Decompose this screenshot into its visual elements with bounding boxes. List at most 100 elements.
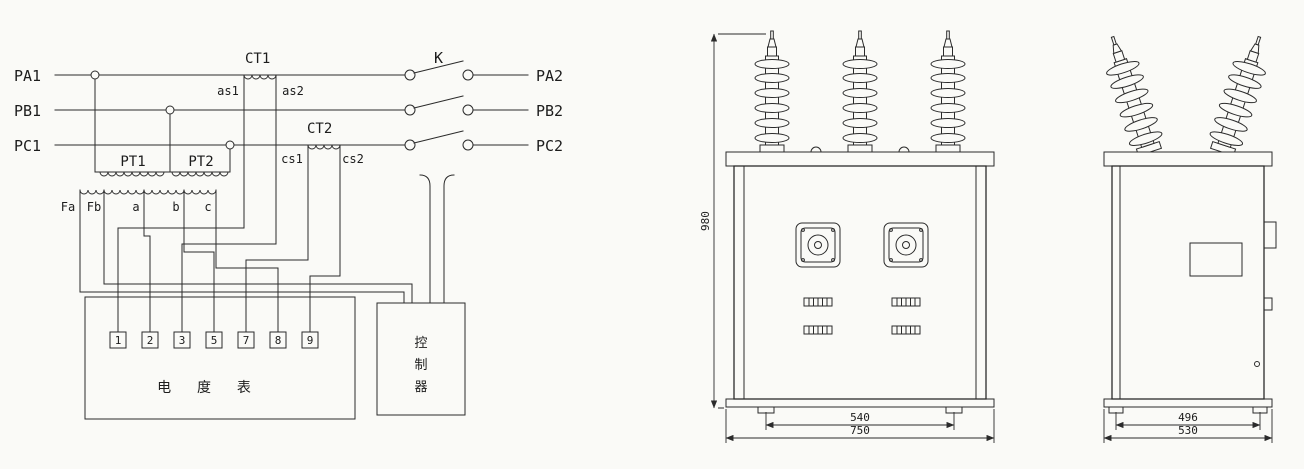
lifting-lug <box>810 146 822 153</box>
phase-label-pb1: PB1 <box>14 102 41 120</box>
bushing-icon <box>930 30 966 153</box>
phase-label-pc2: PC2 <box>536 137 563 155</box>
tank-top-plate <box>1103 151 1273 167</box>
drain-valve <box>1254 361 1260 367</box>
controller-char-1: 控 <box>414 335 427 350</box>
switch-contact <box>462 69 474 81</box>
switch-contact <box>404 69 416 81</box>
secondary-terminal-window <box>795 222 841 268</box>
meter-terminal-9 <box>301 331 319 349</box>
wire-routing <box>79 74 455 333</box>
phase-label-pb2: PB2 <box>536 102 563 120</box>
dimension-980: 980 <box>699 33 766 409</box>
controller-box: 控 制 器 <box>376 302 466 416</box>
ct1-symbol: CT1 as1 as2 <box>217 51 304 98</box>
switch-blade <box>413 130 464 144</box>
pt1-label: PT1 <box>120 154 145 170</box>
switch-blade <box>413 95 464 109</box>
switch-blade <box>413 60 464 74</box>
dimension-540: 540 <box>765 411 955 430</box>
tank-body <box>733 165 987 400</box>
phase-label-pa2: PA2 <box>536 67 563 85</box>
meter-terminal-5 <box>205 331 223 349</box>
pt-terminal-c: c <box>204 200 211 214</box>
pt-terminal-b: b <box>172 200 179 214</box>
ct2-terminal-cs2: cs2 <box>342 152 364 166</box>
ct1-label: CT1 <box>245 51 270 67</box>
meter-box-outline <box>84 296 356 420</box>
extension-line <box>718 33 766 409</box>
terminal-strip <box>803 297 833 307</box>
wire-c-to-terminal8 <box>215 189 279 333</box>
tank-body <box>1111 165 1265 400</box>
controller-char-3: 器 <box>414 379 427 394</box>
wire-as2-to-terminal3 <box>181 74 277 333</box>
phase-label-pa1: PA1 <box>14 67 41 85</box>
meter-label: 电 度 表 <box>157 379 253 395</box>
switch-contact <box>462 139 474 151</box>
dimension-value-inner-width: 496 <box>1178 411 1198 424</box>
tap-node-a <box>90 70 100 80</box>
tap-node-c <box>225 140 235 150</box>
wire-fb-to-controller <box>103 189 413 304</box>
meter-terminal-number: 3 <box>179 334 186 347</box>
terminal-strip <box>803 325 833 335</box>
nameplate-window <box>1189 242 1243 277</box>
wire-fa-to-controller <box>79 189 405 304</box>
ct1-terminal-as1: as1 <box>217 84 239 98</box>
terminal-box-side <box>1263 221 1277 249</box>
dimension-530: 530 <box>1103 409 1273 443</box>
pt2-primary-winding <box>171 171 229 177</box>
meter-terminal-2 <box>141 331 159 349</box>
wire-cs1-to-terminal7 <box>245 144 309 333</box>
terminal-strip <box>891 297 921 307</box>
meter-terminal-1 <box>109 331 127 349</box>
dimension-value-inner-width: 540 <box>850 411 870 424</box>
dimension-value-height: 980 <box>699 211 712 231</box>
controller-coil-lead-2 <box>443 174 455 304</box>
dimension-value-outer-width: 530 <box>1178 424 1198 437</box>
ct1-winding <box>243 74 277 80</box>
pt-symbols: PT1 PT2 Fa Fb a b c <box>61 70 235 214</box>
disconnect-switch-k: K <box>404 49 474 151</box>
controller-box-outline <box>376 302 466 416</box>
base-plate <box>725 398 995 408</box>
meter-terminal-8 <box>269 331 287 349</box>
bushing-icon <box>842 30 878 153</box>
dimension-750: 750 <box>725 409 995 443</box>
wire-a-to-terminal2 <box>143 189 151 333</box>
meter-terminal-number: 5 <box>211 334 218 347</box>
wiring-schematic: PA1 PB1 PC1 PA2 PB2 PC2 CT1 as1 as2 CT2 … <box>14 49 563 420</box>
meter-terminal-number: 8 <box>275 334 282 347</box>
switch-k-label: K <box>434 49 443 67</box>
base-plate <box>1103 398 1273 408</box>
bushing-icon <box>1205 31 1277 158</box>
ct2-symbol: CT2 cs1 cs2 <box>281 121 364 166</box>
wire-cs2-to-terminal9 <box>309 144 341 333</box>
meter-terminal-number: 2 <box>147 334 154 347</box>
ct2-label: CT2 <box>307 121 332 137</box>
bushing-icon <box>754 30 790 153</box>
ct1-terminal-as2: as2 <box>282 84 304 98</box>
ct2-terminal-cs1: cs1 <box>281 152 303 166</box>
dimension-value-outer-width: 750 <box>850 424 870 437</box>
bushing-icon <box>1095 31 1167 158</box>
pt-terminal-fb: Fb <box>87 200 101 214</box>
pt-terminal-a: a <box>132 200 139 214</box>
wire-as1-to-terminal1 <box>117 74 245 333</box>
pt-secondary-winding <box>79 189 217 195</box>
pt-terminal-fa: Fa <box>61 200 75 214</box>
lifting-lug <box>898 146 910 153</box>
switch-contact <box>404 104 416 116</box>
side-view: 496 530 <box>1095 31 1277 443</box>
secondary-terminal-window <box>883 222 929 268</box>
side-bracket <box>1263 297 1273 311</box>
meter-terminal-number: 7 <box>243 334 250 347</box>
tank-top-plate <box>725 151 995 167</box>
controller-coil-lead-1 <box>419 174 431 304</box>
pt2-label: PT2 <box>188 154 213 170</box>
switch-contact <box>404 139 416 151</box>
meter-terminal-number: 9 <box>307 334 314 347</box>
